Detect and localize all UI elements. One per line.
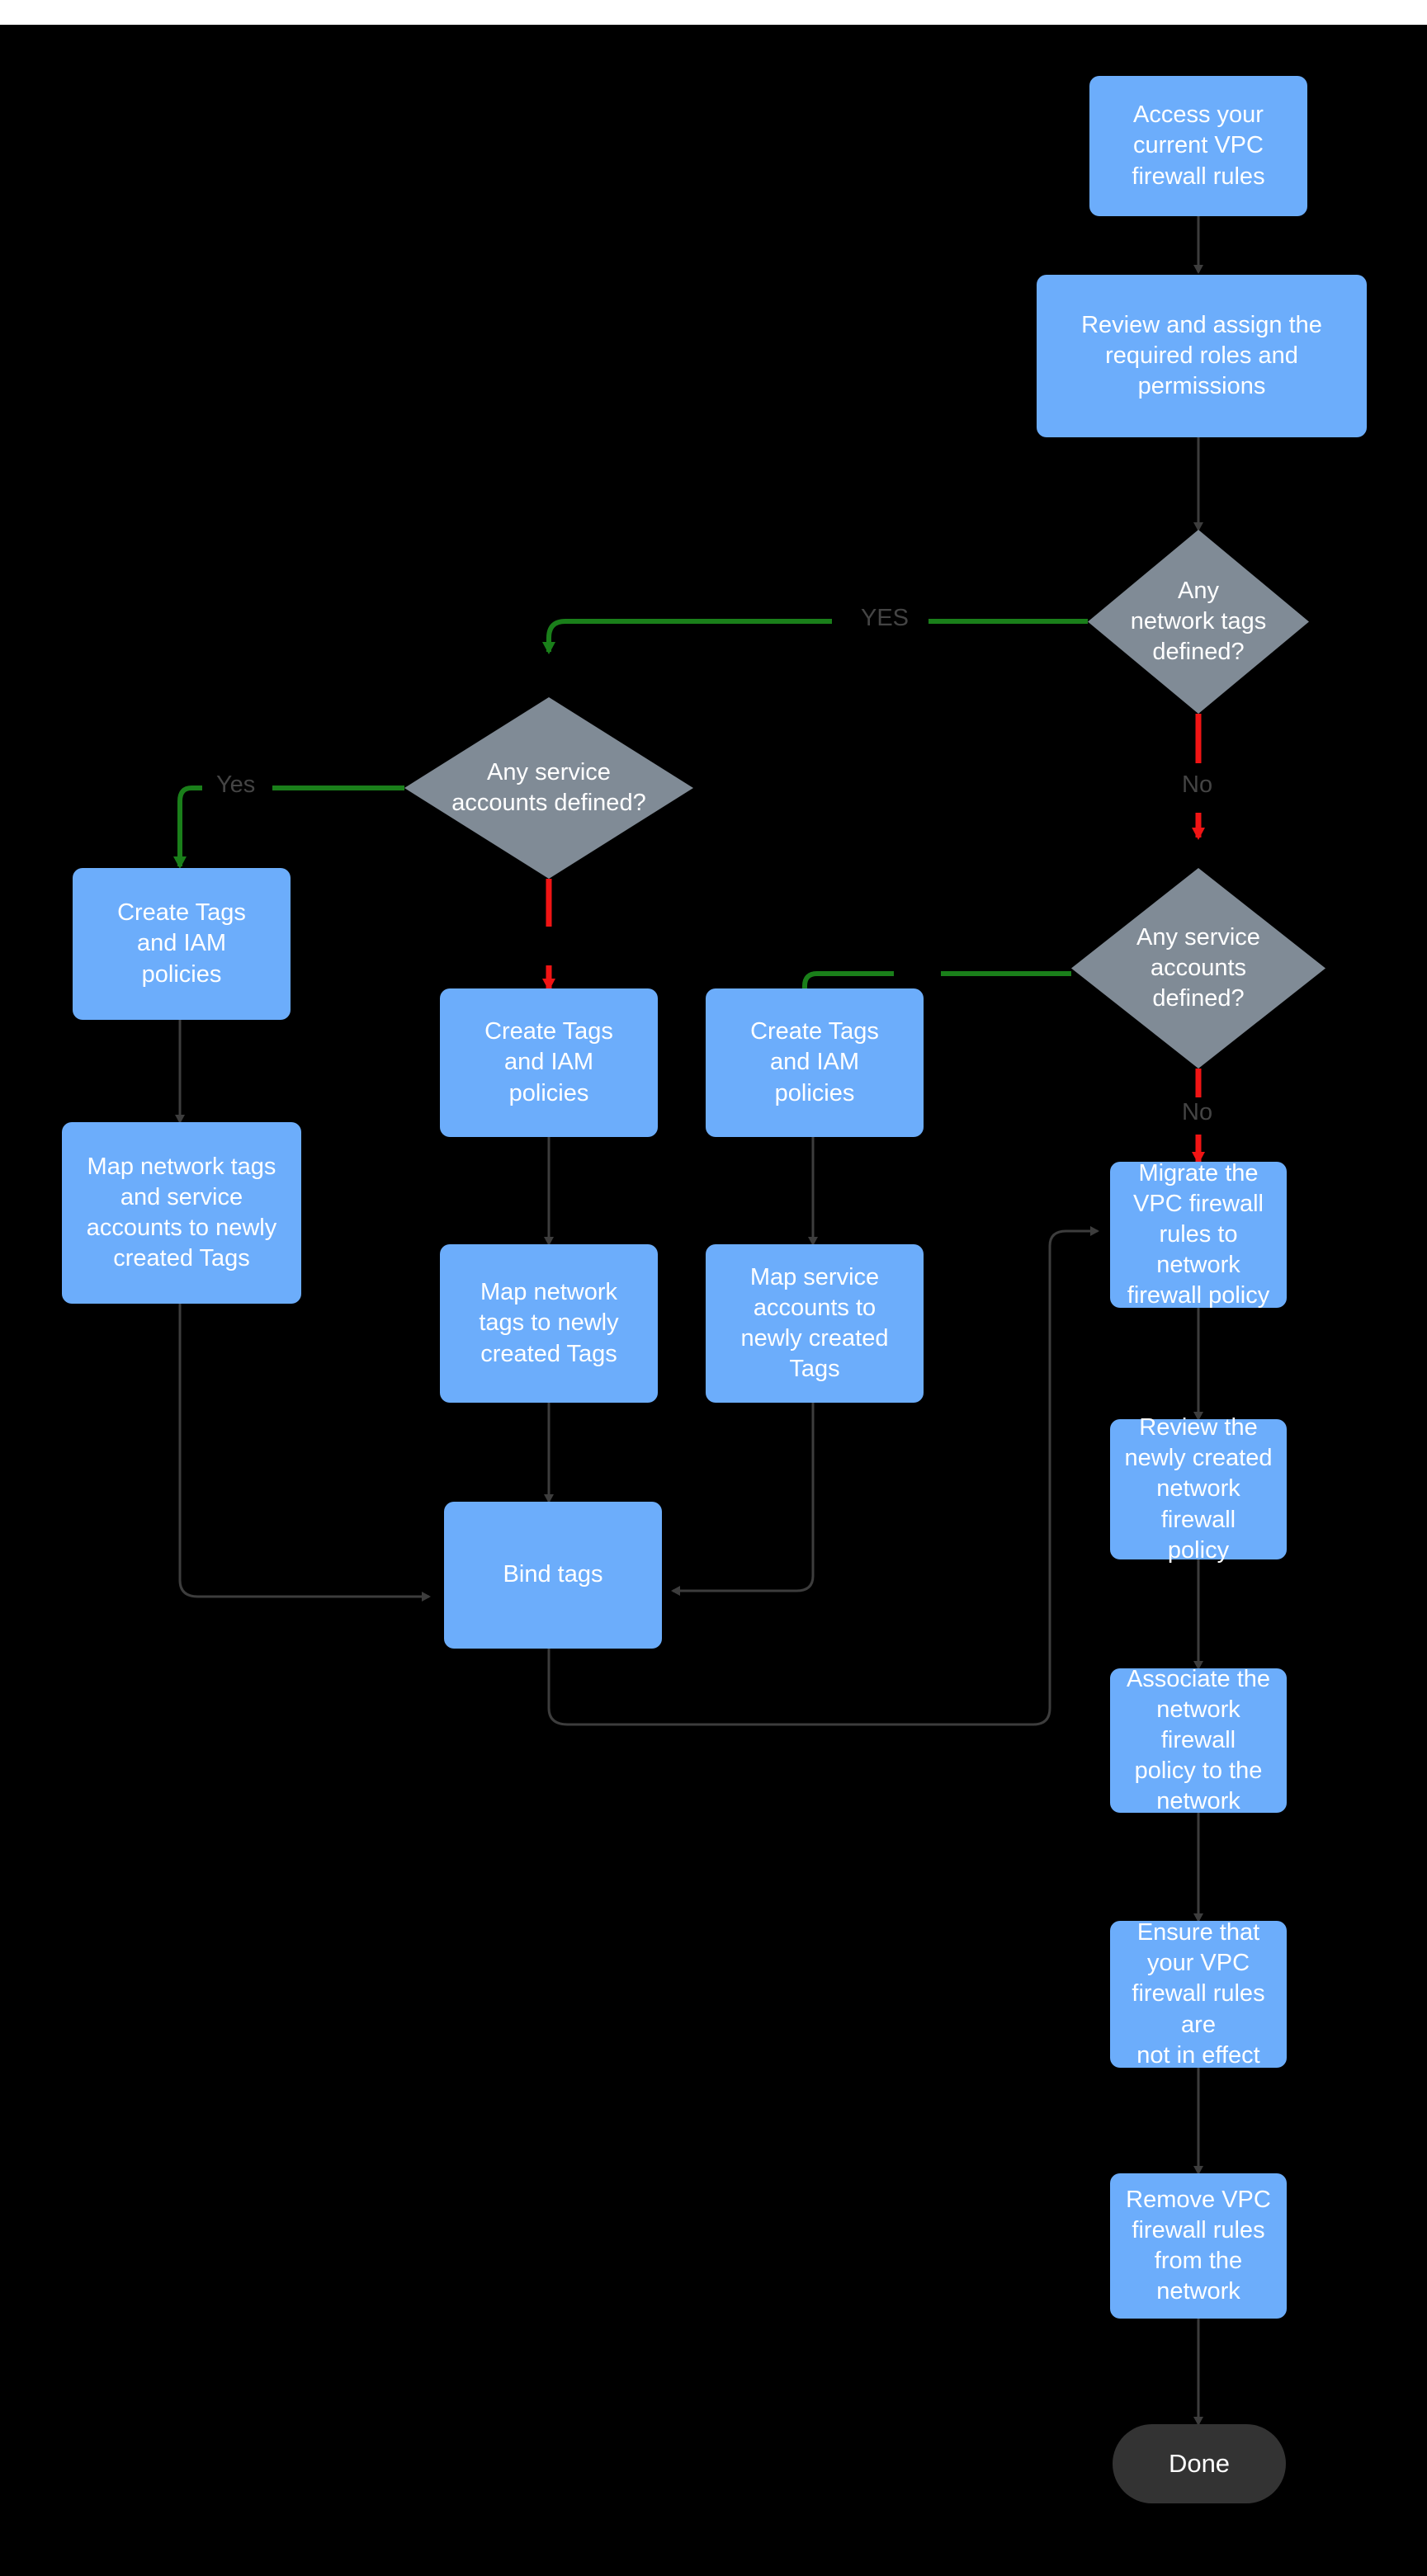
node-label: Map network tags and service accounts to… <box>86 1153 277 1272</box>
node-create-tags-and-iam-policies-left[interactable]: Create Tags and IAM policies <box>73 868 291 1020</box>
node-bind-tags[interactable]: Bind tags <box>444 1502 662 1649</box>
node-remove-vpc-firewall-rules-from-network[interactable]: Remove VPC firewall rules from the netwo… <box>1110 2173 1287 2319</box>
decision-any-network-tags-defined[interactable]: Any network tags defined? <box>1088 530 1309 714</box>
node-associate-network-firewall-policy[interactable]: Associate the network firewall policy to… <box>1110 1666 1287 1814</box>
decision-any-service-accounts-defined-right[interactable]: Any service accounts defined? <box>1071 868 1325 1069</box>
node-label: Review and assign the required roles and… <box>1081 311 1322 400</box>
node-label: Done <box>1168 2449 1231 2479</box>
node-review-and-assign-roles[interactable]: Review and assign the required roles and… <box>1037 275 1367 437</box>
node-label: Create Tags and IAM policies <box>750 1018 879 1106</box>
decision-any-service-accounts-defined-left[interactable]: Any service accounts defined? <box>404 697 693 879</box>
node-label: Associate the network firewall policy to… <box>1126 1665 1271 1815</box>
decision-label: Any network tags defined? <box>1130 577 1267 666</box>
node-review-newly-created-network-firewall-policy[interactable]: Review the newly created network firewal… <box>1110 1414 1287 1564</box>
edge-label-service-accounts-right-no: No <box>1182 1099 1213 1125</box>
edge-label-service-accounts-left-yes: Yes <box>216 771 256 798</box>
node-access-current-vpc-firewall-rules[interactable]: Access your current VPC firewall rules <box>1089 76 1307 216</box>
node-create-tags-and-iam-policies-middle[interactable]: Create Tags and IAM policies <box>440 988 658 1137</box>
node-label: Map service accounts to newly created Ta… <box>740 1263 889 1383</box>
edge-label-network-tags-yes: YES <box>861 605 910 631</box>
node-map-service-accounts-to-newly-created-tags[interactable]: Map service accounts to newly created Ta… <box>706 1244 924 1403</box>
decision-label: Any service accounts defined? <box>451 758 646 816</box>
node-label: Migrate the VPC firewall rules to networ… <box>1127 1159 1270 1309</box>
flowchart-board: Access your current VPC firewall rules R… <box>0 25 1427 2576</box>
node-label: Access your current VPC firewall rules <box>1132 101 1265 190</box>
decision-label: Any service accounts defined? <box>1136 923 1260 1012</box>
node-map-network-tags-to-newly-created-tags[interactable]: Map network tags to newly created Tags <box>440 1244 658 1403</box>
node-label: Create Tags and IAM policies <box>484 1018 613 1106</box>
edge-label-network-tags-no: No <box>1182 771 1213 798</box>
node-label: Remove VPC firewall rules from the netwo… <box>1126 2186 1271 2305</box>
node-label: Create Tags and IAM policies <box>117 899 246 988</box>
node-create-tags-and-iam-policies-right[interactable]: Create Tags and IAM policies <box>706 988 924 1137</box>
node-label: Ensure that your VPC firewall rules are … <box>1132 1919 1265 2069</box>
node-label: Bind tags <box>503 1561 603 1588</box>
node-map-network-tags-and-service-accounts[interactable]: Map network tags and service accounts to… <box>62 1122 301 1304</box>
node-done[interactable]: Done <box>1113 2424 1286 2503</box>
node-ensure-vpc-firewall-rules-not-in-effect[interactable]: Ensure that your VPC firewall rules are … <box>1110 1919 1287 2069</box>
node-label: Review the newly created network firewal… <box>1124 1414 1273 1564</box>
node-label: Map network tags to newly created Tags <box>479 1279 619 1367</box>
node-migrate-vpc-firewall-rules[interactable]: Migrate the VPC firewall rules to networ… <box>1110 1160 1287 1309</box>
